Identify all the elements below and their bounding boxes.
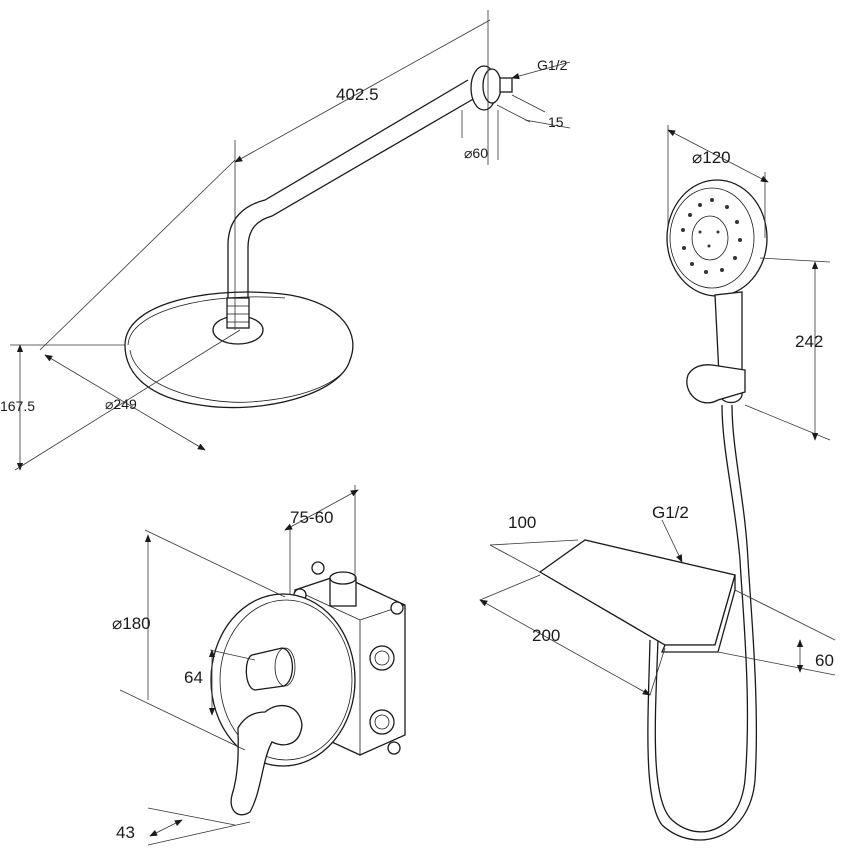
shelf-width-dimension: 200: [479, 574, 666, 696]
hand-shower: [647, 179, 768, 841]
hand-length-label: 242: [795, 332, 823, 351]
shelf-height-label: 60: [815, 651, 834, 670]
shower-arm: [227, 65, 513, 298]
shelf: [538, 539, 736, 653]
flange-diameter-dimension: ⌀60: [461, 110, 499, 161]
shelf-depth-label: 100: [508, 513, 536, 532]
shelf-height-dimension: 60: [717, 589, 836, 676]
head-diameter-label: ⌀249: [105, 396, 137, 412]
mixer-height-label: 64: [184, 668, 203, 687]
arm-thread-label: G1/2: [537, 57, 568, 73]
mixer-depth-dimension: 75-60: [284, 485, 359, 595]
mixer-height-dimension: 64: [119, 649, 256, 751]
flange-diameter-label: ⌀60: [464, 145, 488, 161]
flange-depth-label: 15: [548, 114, 564, 130]
rain-shower-head: [124, 291, 354, 409]
shelf-thread-dimension: G1/2: [652, 503, 689, 563]
shelf-width-label: 200: [532, 626, 560, 645]
shelf-thread-label: G1/2: [652, 503, 689, 522]
shelf-depth-dimension: 100: [489, 513, 579, 573]
lever-depth-label: 43: [116, 823, 135, 842]
head-height-label: 167.5: [0, 398, 35, 414]
hand-diameter-label: ⌀120: [692, 148, 731, 167]
mixer-diameter-dimension: ⌀180: [112, 529, 286, 700]
lever-depth-dimension: 43: [116, 807, 251, 846]
flange-depth-dimension: 15: [496, 94, 571, 130]
arm-thread-dimension: G1/2: [511, 57, 571, 80]
arm-length-dimension: 402.5: [234, 10, 491, 330]
mixer-plate: [210, 593, 356, 816]
mixer-diameter-label: ⌀180: [112, 614, 151, 633]
head-diameter-dimension: ⌀249: [39, 159, 236, 451]
mixer-depth-label: 75-60: [290, 508, 333, 527]
arm-length-label: 402.5: [336, 85, 379, 104]
hand-length-dimension: 242: [744, 257, 831, 441]
hand-diameter-dimension: ⌀120: [667, 125, 769, 238]
